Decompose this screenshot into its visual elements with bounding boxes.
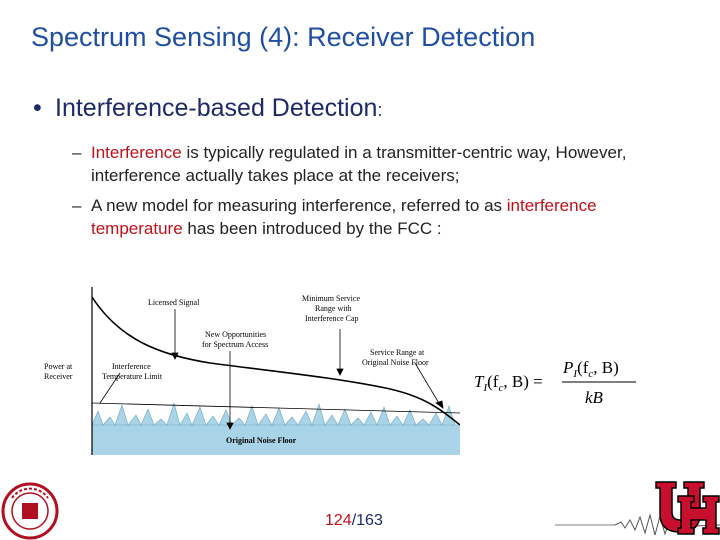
sub2-post: has been introduced by the FCC :	[182, 219, 442, 238]
uh-logo	[655, 481, 720, 535]
sub1-red: Interference	[91, 143, 182, 162]
label-power-2: Receiver	[44, 372, 73, 381]
label-limit-2: Temperature Limit	[102, 372, 163, 381]
page-current: 124	[325, 512, 352, 529]
interference-temperature-figure: Licensed Signal Minimum Service Range wi…	[44, 287, 460, 455]
label-service-range-2: Original Noise Floor	[362, 358, 429, 367]
sub2-red: interference temperature	[91, 196, 597, 238]
label-min-service-1: Minimum Service	[302, 294, 360, 303]
sub2-pre: A new model for measuring interference, …	[91, 196, 507, 215]
sub-bullet-2: – A new model for measuring interference…	[72, 194, 692, 240]
label-licensed-signal: Licensed Signal	[148, 298, 200, 307]
page-number: 124/163	[325, 512, 383, 530]
svg-text:kB: kB	[585, 388, 604, 407]
interference-temperature-formula: TI(fc, B) = PI(fc, B) kB	[474, 358, 636, 407]
dash-marker: –	[72, 196, 82, 215]
noise-floor-band	[92, 425, 460, 455]
noise-spikes	[91, 401, 460, 426]
label-min-service-3: Interference Cap	[305, 314, 359, 323]
interference-limit-line	[91, 402, 460, 414]
university-seal-logo	[1, 482, 59, 540]
label-new-opps-2: for Spectrum Access	[202, 340, 268, 349]
label-power-1: Power at	[44, 362, 73, 371]
label-service-range-1: Service Range at	[370, 348, 425, 357]
label-new-opps-1: New Opportunities	[205, 330, 266, 339]
label-min-service-2: Range with	[315, 304, 352, 313]
bullet-dot: •	[33, 94, 42, 122]
svg-text:PI(fc, B): PI(fc, B)	[562, 358, 619, 380]
sub1-rest: is typically regulated in a transmitter-…	[91, 143, 627, 185]
label-noise-floor: Original Noise Floor	[226, 436, 297, 445]
bullet-colon: :	[377, 100, 383, 120]
sub-bullet-1: – Interference is typically regulated in…	[72, 141, 692, 187]
licensed-signal-curve	[91, 296, 460, 426]
page-sep: /	[351, 512, 357, 529]
dash-marker: –	[72, 143, 82, 162]
label-limit-1: Interference	[112, 362, 151, 371]
main-bullet: • Interference-based Detection:	[33, 94, 382, 123]
page-total: 163	[356, 512, 383, 529]
svg-text:TI(fc, B) =: TI(fc, B) =	[474, 372, 543, 394]
bullet-text: Interference-based Detection	[55, 94, 378, 122]
slide-title: Spectrum Sensing (4): Receiver Detection	[31, 22, 536, 52]
